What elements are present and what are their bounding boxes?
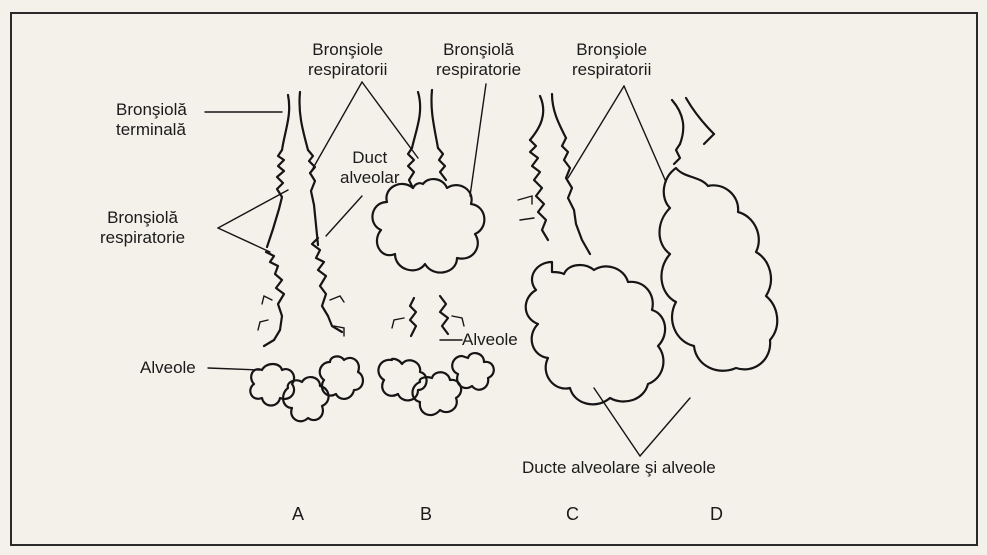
label-respiratory-bronchiole-b: Bronşiolă respiratorie bbox=[436, 40, 521, 80]
panel-letter-c: C bbox=[566, 504, 579, 525]
label-respiratory-bronchioles-top: Bronşiole respiratorii bbox=[308, 40, 387, 80]
label-alveolar-duct: Duct alveolar bbox=[340, 148, 400, 188]
panel-letter-d: D bbox=[710, 504, 723, 525]
panel-d-drawing bbox=[660, 98, 778, 371]
label-respiratory-bronchioles-right: Bronşiole respiratorii bbox=[572, 40, 651, 80]
label-ducts-and-alveoli: Ducte alveolare şi alveole bbox=[522, 458, 716, 478]
label-alveoli-b: Alveole bbox=[462, 330, 518, 350]
panel-letter-a: A bbox=[292, 504, 304, 525]
panel-b-drawing bbox=[372, 90, 493, 415]
label-alveoli-left: Alveole bbox=[140, 358, 196, 378]
label-terminal-bronchiole: Bronşiolă terminală bbox=[116, 100, 187, 140]
panel-letter-b: B bbox=[420, 504, 432, 525]
panel-a-drawing bbox=[250, 92, 363, 421]
label-respiratory-bronchiole-left: Bronşiolă respiratorie bbox=[100, 208, 185, 248]
